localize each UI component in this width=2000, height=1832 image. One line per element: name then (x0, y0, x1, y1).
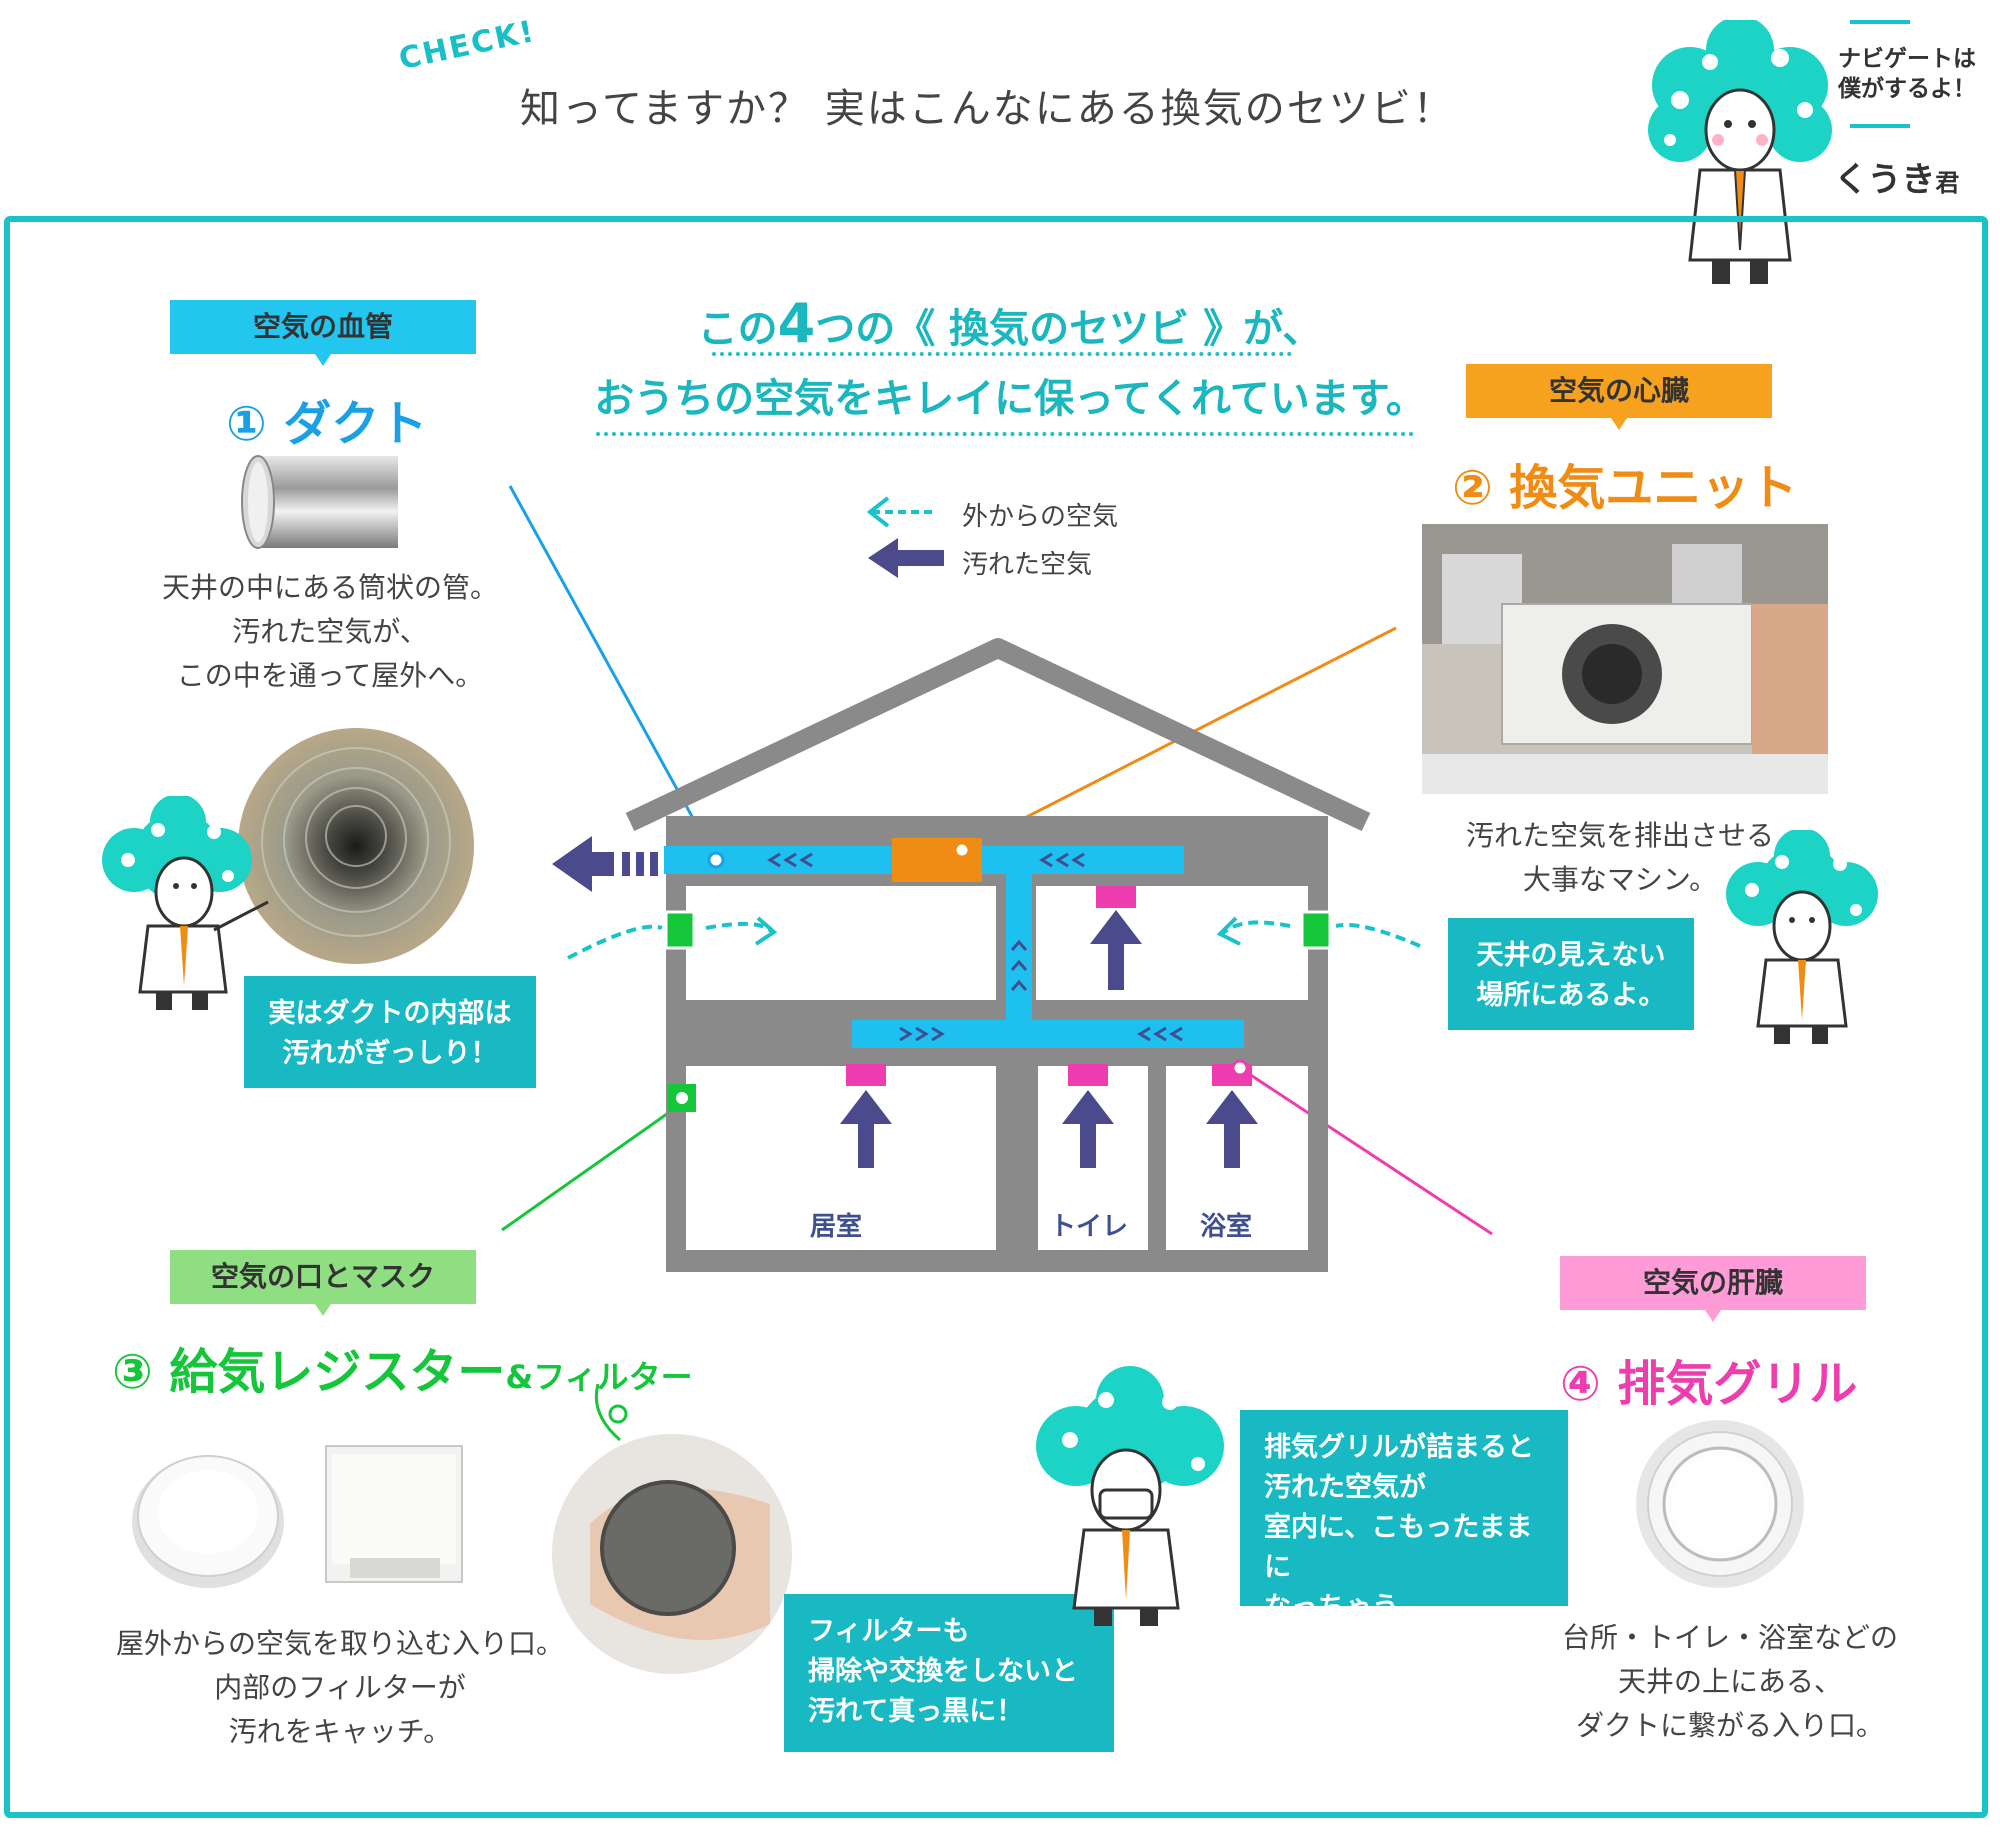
supply-register-image (132, 1455, 284, 1588)
unit-title: ② 換気ユニット (1452, 460, 1798, 516)
wall-lower-1 (996, 1060, 1038, 1260)
exhaust-grill-image (1636, 1420, 1804, 1588)
mascot-thinking (1726, 830, 1878, 1044)
content-frame (4, 216, 1988, 1818)
grill-description: 台所・トイレ・浴室などの天井の上にある、ダクトに繋がる入り口。 (1561, 1621, 1898, 1742)
supply-registers (664, 910, 1332, 1112)
duct-vertical (1006, 846, 1032, 1046)
room-living-label: 居室 (810, 1212, 863, 1242)
duct-inside-photo (238, 728, 474, 964)
ventilation-unit-photo (1422, 524, 1828, 794)
lead-underline-2 (596, 432, 1414, 436)
wall-lower-2 (1148, 1060, 1166, 1260)
legend-dirty-icon (868, 538, 944, 578)
grill-bubble: 排気グリルが詰まると汚れた空気が室内に、こもったままになっちゃう (1240, 1410, 1568, 1623)
page-title: 知ってますか？ 実はこんなにある換気のセツビ！ (520, 86, 1455, 132)
duct-pipe-image (241, 455, 398, 549)
mascot-kuki-top (1648, 20, 1832, 284)
duct-category-label: 空気の血管 (170, 300, 476, 366)
lead-line-2: おうちの空気をキレイに保ってくれています。 (594, 376, 1426, 422)
legend-outside-icon (866, 496, 936, 528)
duct-flow-chevrons (767, 852, 1183, 1042)
grill-toilet (1068, 1064, 1108, 1086)
mascot-masked (1036, 1366, 1224, 1626)
unit-category-label: 空気の心臓 (1466, 364, 1772, 430)
house-roof (625, 638, 1371, 832)
lead-underline-1 (712, 352, 1292, 356)
legend-dirty-air: 汚れた空気 (962, 550, 1093, 580)
unit-bubble: 天井の見えない場所にあるよ。 (1448, 918, 1694, 1030)
outdoor-hood-image (325, 1445, 463, 1583)
room-toilet-label: トイレ (1050, 1212, 1129, 1242)
register-category-label: 空気の口とマスク (170, 1250, 476, 1316)
grill-leader-line (1239, 1066, 1493, 1236)
lead-line-1: この4つの《 換気のセツビ 》が、 (697, 292, 1323, 355)
mascot-name: くうき君 (1834, 160, 1960, 200)
dirty-air-arrows (552, 836, 1258, 1168)
navi-text: ナビゲートは 僕がするよ！ (1838, 46, 1976, 102)
duct-title: ① ダクト (226, 396, 428, 452)
house-base (666, 1250, 1328, 1272)
room-bath-label: 浴室 (1200, 1212, 1253, 1242)
mascot-pointing (102, 796, 269, 1010)
grill-title: ④ 排気グリル (1560, 1356, 1858, 1412)
register-leader-line (501, 1100, 685, 1232)
register-description: 屋外からの空気を取り込む入り口。内部のフィルターが汚れをキャッチ。 (115, 1627, 564, 1748)
filter-photo (552, 1384, 792, 1674)
navi-deco-top (1850, 20, 1910, 24)
register-bubble: フィルターも掃除や交換をしないと汚れて真っ黒に！ (784, 1594, 1114, 1752)
grill-upper-right (1096, 886, 1136, 908)
grill-category-label: 空気の肝臓 (1560, 1256, 1866, 1322)
duct-description: 天井の中にある筒状の管。汚れた空気が、この中を通って屋外へ。 (161, 571, 498, 692)
navi-deco-bottom (1850, 124, 1910, 128)
legend-outside-air: 外からの空気 (962, 502, 1119, 532)
duct-bubble: 実はダクトの内部は汚れがぎっしり！ (244, 976, 536, 1088)
duct-lower (852, 1020, 1244, 1048)
outside-air-arrows (567, 920, 1421, 960)
register-title: ③ 給気レジスター&フィルター (112, 1344, 693, 1400)
grill-living (846, 1064, 886, 1086)
unit-description: 汚れた空気を排出させる大事なマシン。 (1465, 819, 1774, 896)
